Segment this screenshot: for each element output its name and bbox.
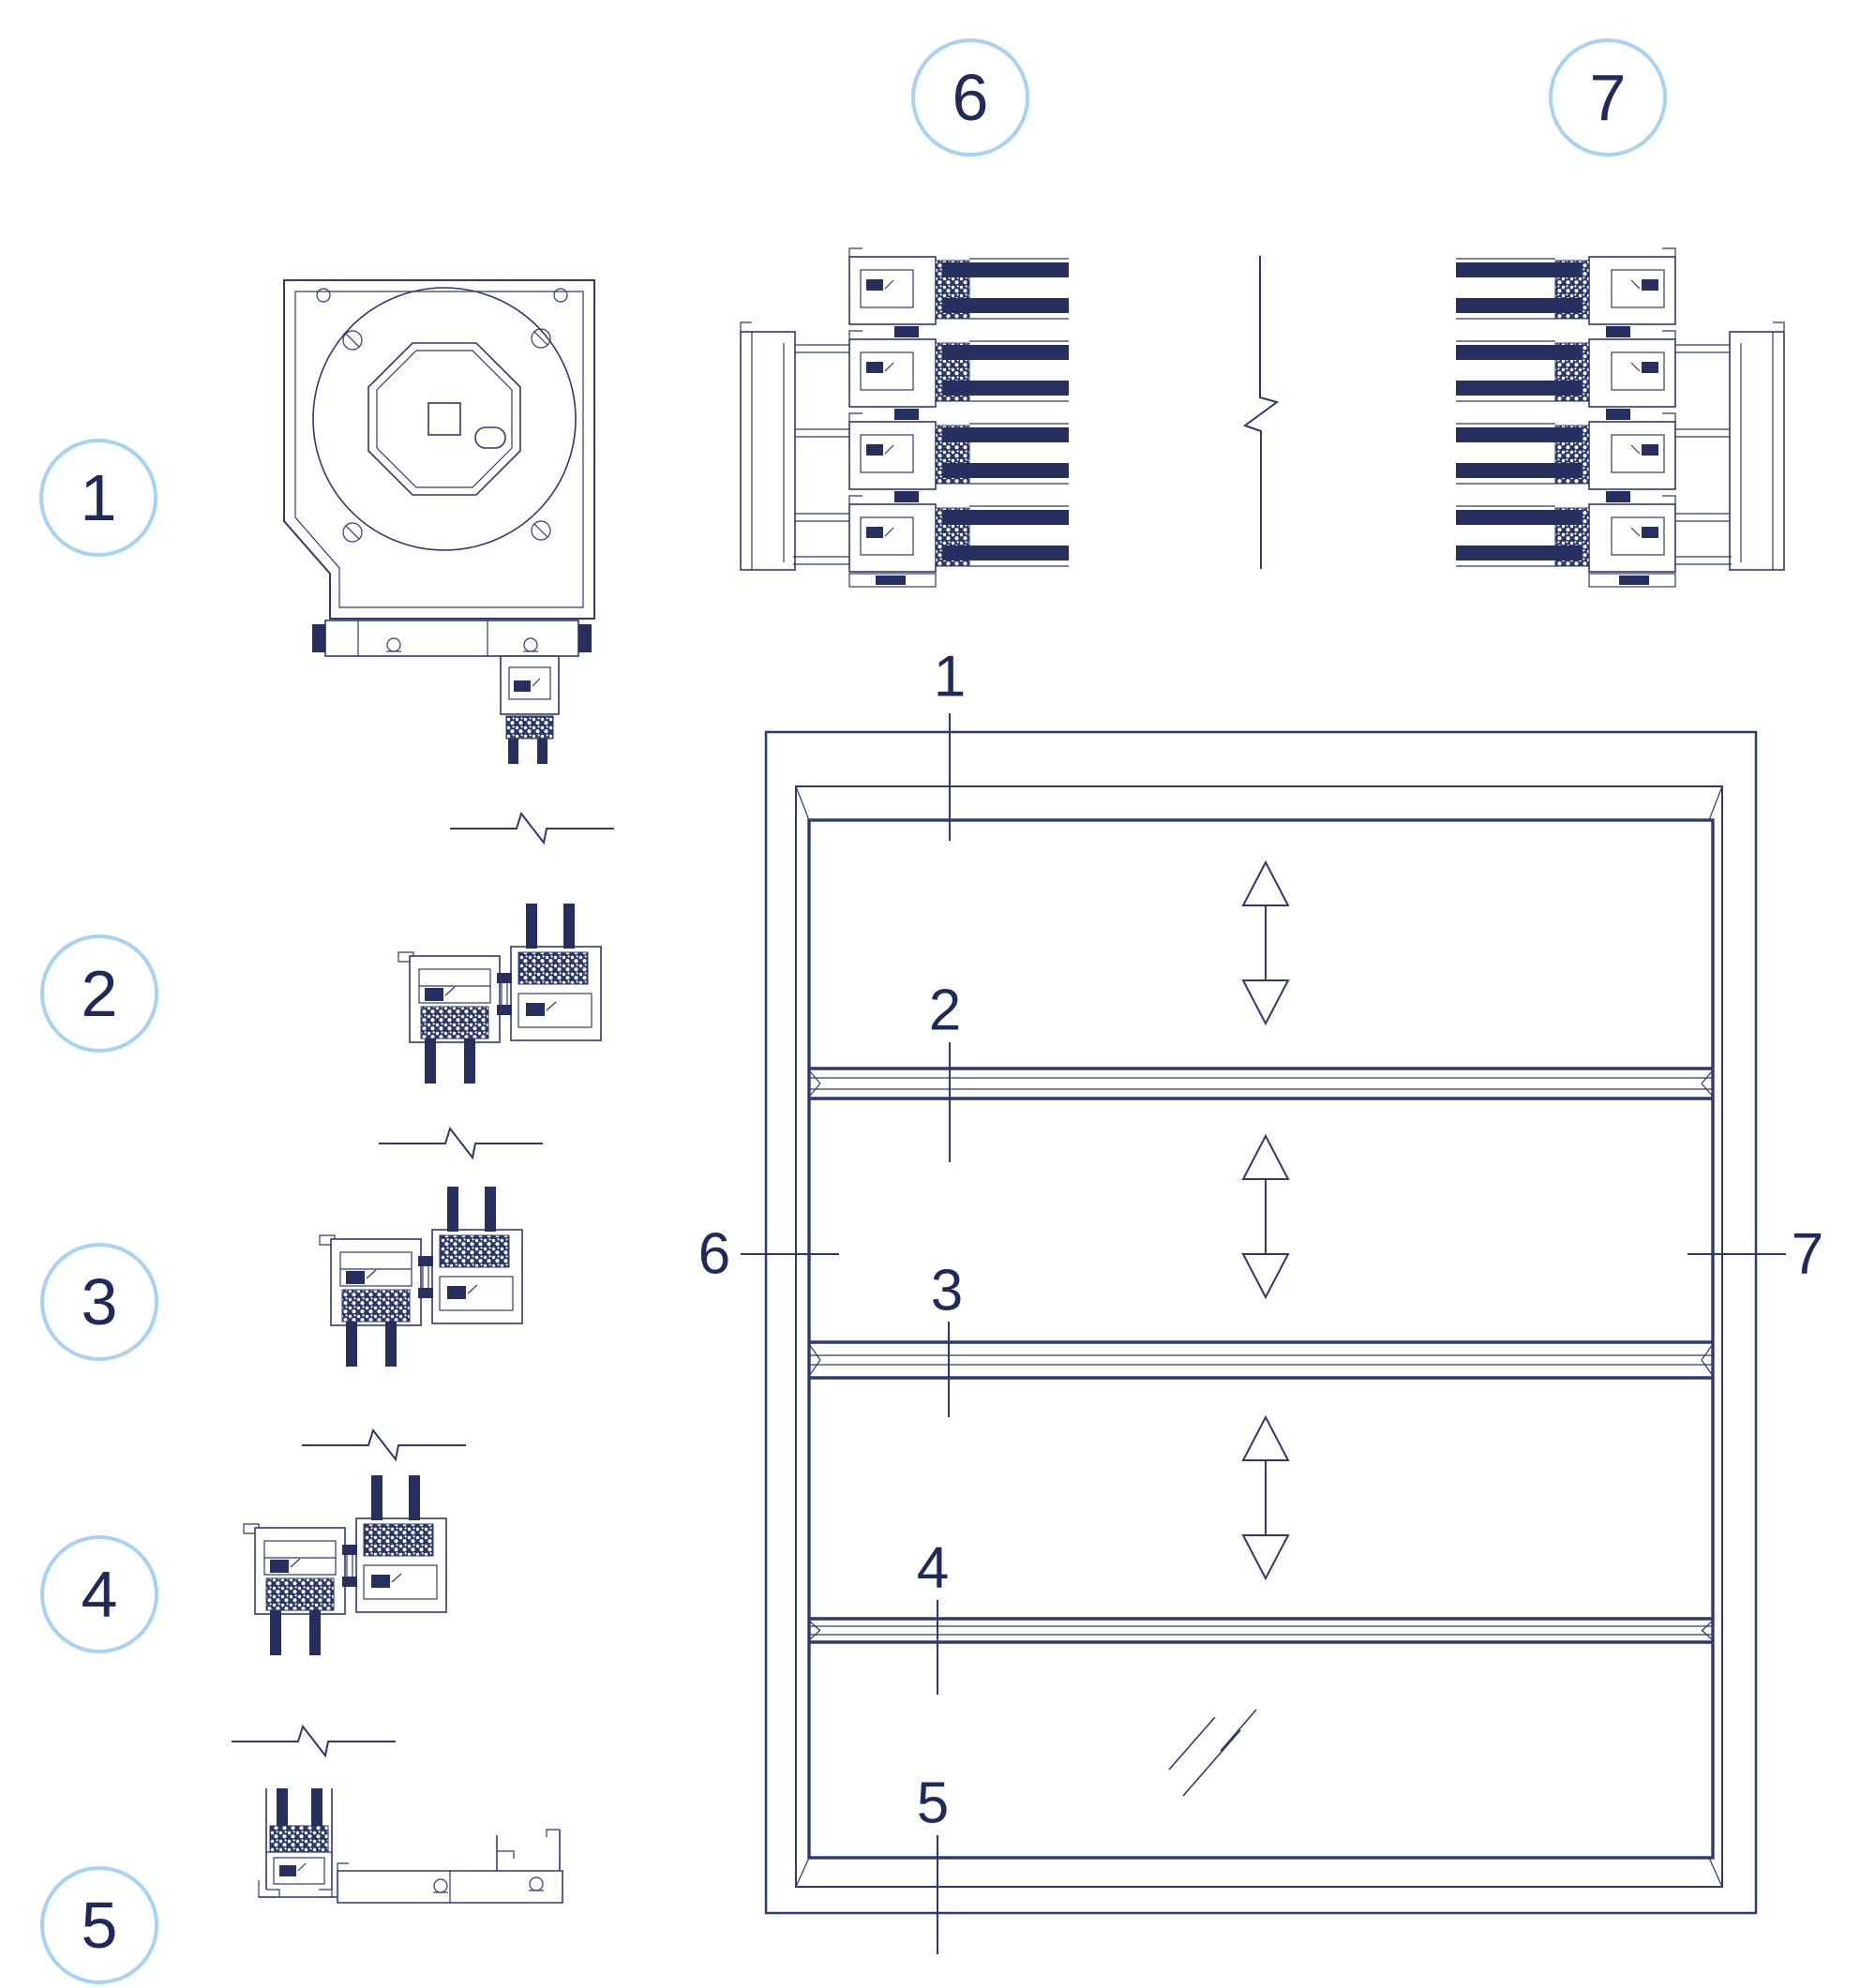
detail-7-jamb-plan-section bbox=[1456, 248, 1784, 587]
callout-4-label: 4 bbox=[81, 1558, 118, 1631]
detail-1-roller-shutter-box-section bbox=[283, 279, 595, 764]
callout-3: 3 bbox=[40, 1243, 158, 1361]
callout-2-label: 2 bbox=[81, 957, 118, 1030]
callout-7: 7 bbox=[1549, 38, 1667, 157]
detail-4-meeting-rail-section bbox=[243, 1474, 447, 1656]
screw-boss-icons bbox=[342, 328, 551, 543]
sash-arrow-icon bbox=[1241, 1414, 1290, 1581]
break-line-3 bbox=[302, 1427, 466, 1462]
vertical-break-line bbox=[1242, 256, 1280, 569]
callout-7-label: 7 bbox=[1589, 61, 1627, 134]
sash-arrow-icon bbox=[1241, 1133, 1290, 1300]
break-line-4 bbox=[232, 1724, 396, 1758]
detail-2-meeting-rail-section bbox=[398, 903, 602, 1084]
detail-5-sill-section bbox=[258, 1788, 563, 1904]
callout-1-label: 1 bbox=[80, 461, 117, 534]
section-mark-label-2: 2 bbox=[928, 978, 962, 1043]
callout-1: 1 bbox=[39, 439, 158, 557]
callout-2: 2 bbox=[40, 934, 158, 1053]
detail-6-jamb-plan-section bbox=[740, 247, 1070, 588]
section-mark-label-4: 4 bbox=[916, 1535, 950, 1601]
callout-6: 6 bbox=[911, 38, 1029, 157]
transom-1 bbox=[808, 1067, 1714, 1100]
callout-5-label: 5 bbox=[81, 1889, 118, 1962]
section-mark-label-7: 7 bbox=[1791, 1221, 1824, 1287]
sash-arrow-icon bbox=[1241, 859, 1290, 1026]
callout-4: 4 bbox=[40, 1535, 158, 1653]
section-mark-label-5: 5 bbox=[916, 1771, 950, 1836]
window-elevation bbox=[741, 713, 1786, 1954]
callout-5: 5 bbox=[40, 1866, 158, 1984]
break-line-1 bbox=[450, 811, 614, 845]
detail-3-meeting-rail-section bbox=[319, 1186, 523, 1368]
callout-3-label: 3 bbox=[81, 1265, 118, 1338]
section-mark-label-1: 1 bbox=[933, 644, 967, 710]
callout-6-label: 6 bbox=[952, 61, 989, 134]
section-mark-label-6: 6 bbox=[698, 1221, 731, 1287]
glass-icon bbox=[1168, 1709, 1257, 1797]
transom-2 bbox=[808, 1340, 1714, 1380]
break-line-2 bbox=[379, 1126, 543, 1160]
transom-3 bbox=[808, 1617, 1714, 1644]
section-mark-label-3: 3 bbox=[930, 1258, 964, 1323]
